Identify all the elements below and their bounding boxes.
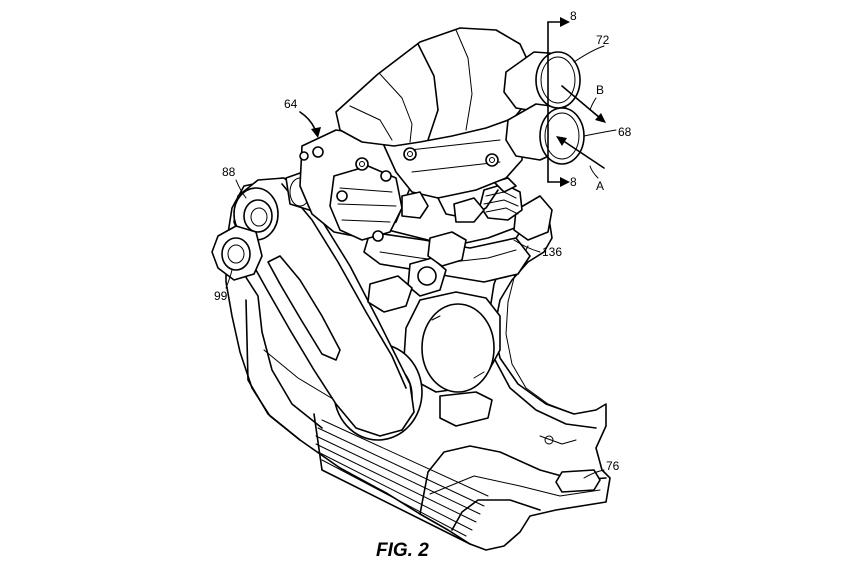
pivot-lug (211, 225, 263, 281)
tube-outlets (503, 51, 585, 165)
ref-a: A (596, 179, 604, 193)
ref-88: 88 (222, 165, 236, 179)
ref-68: 68 (618, 125, 632, 139)
ref-76: 76 (606, 459, 620, 473)
leader-lines (225, 45, 617, 479)
cooling-fins (313, 413, 489, 545)
pump-assembly (285, 129, 411, 242)
ref-8-top: 8 (570, 9, 577, 23)
tube-68-opening (539, 107, 585, 165)
center-bracket (363, 195, 553, 313)
reference-labels: 8 8 72 B 68 A 64 88 99 136 76 (214, 9, 632, 473)
figure-caption: FIG. 2 (376, 540, 429, 561)
tube-72-opening (535, 51, 581, 109)
ref-64: 64 (284, 97, 298, 111)
output-housing (403, 291, 501, 427)
ref-72: 72 (596, 33, 610, 47)
ref-136: 136 (542, 245, 562, 259)
ref-99: 99 (214, 289, 228, 303)
ref-b: B (596, 83, 604, 97)
section-markers (547, 17, 606, 187)
flow-arrow-a (561, 139, 605, 169)
flow-arrow-b (561, 85, 601, 119)
ref-8-bottom: 8 (570, 175, 577, 189)
